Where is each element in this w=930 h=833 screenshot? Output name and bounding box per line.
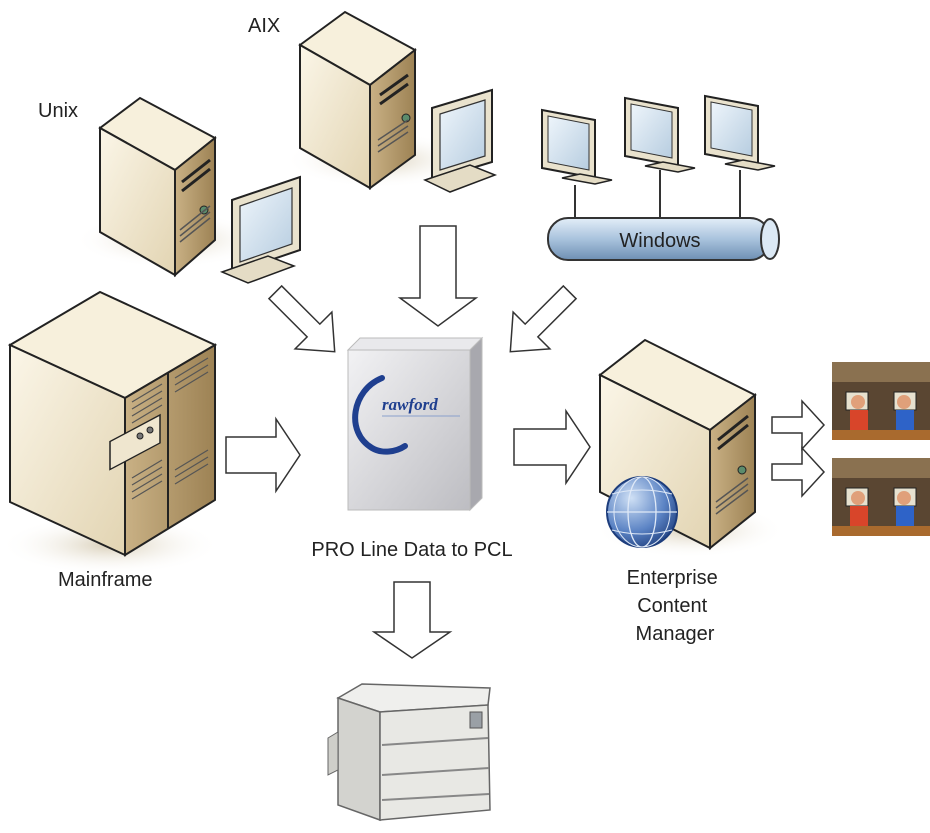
windows-label: Windows [619, 230, 700, 252]
aix-server-icon [285, 10, 475, 190]
arrow-mainframe-to-box [225, 416, 301, 494]
printer-icon [327, 683, 491, 822]
ecm-label-line-2: Content [637, 595, 707, 617]
aix-label: AIX [248, 15, 280, 37]
office-workers-icon [832, 458, 930, 536]
unix-server-icon [75, 96, 265, 278]
mainframe-label: Mainframe [58, 569, 152, 591]
arrow-unix-to-box [267, 284, 336, 353]
monitor-icon [624, 96, 696, 173]
arrow-ecm-to-workers-top [771, 399, 826, 451]
arrow-windows-to-box [509, 284, 578, 353]
crawford-logo-text: rawford [382, 395, 438, 414]
crawford-label: PRO Line Data to PCL [311, 539, 512, 561]
monitor-icon [704, 94, 776, 171]
mainframe-icon [0, 290, 220, 575]
ecm-label-line-1: Enterprise [627, 567, 718, 589]
ecm-label: Enterprise Content Manager [627, 567, 724, 645]
office-workers-icon [832, 362, 930, 440]
globe-icon [606, 476, 678, 548]
arrow-box-to-ecm [513, 408, 591, 486]
crawford-box-icon: rawford [346, 336, 484, 512]
arrow-aix-to-box [397, 225, 479, 327]
unix-label: Unix [38, 100, 78, 122]
monitor-icon [423, 88, 498, 193]
arrow-ecm-to-workers-bottom [771, 446, 826, 498]
monitor-icon [219, 175, 301, 284]
network-pipe-icon: Windows [547, 170, 780, 261]
ecm-label-line-3: Manager [636, 623, 715, 645]
arrow-box-to-printer [371, 581, 453, 659]
monitor-icon [541, 108, 613, 185]
